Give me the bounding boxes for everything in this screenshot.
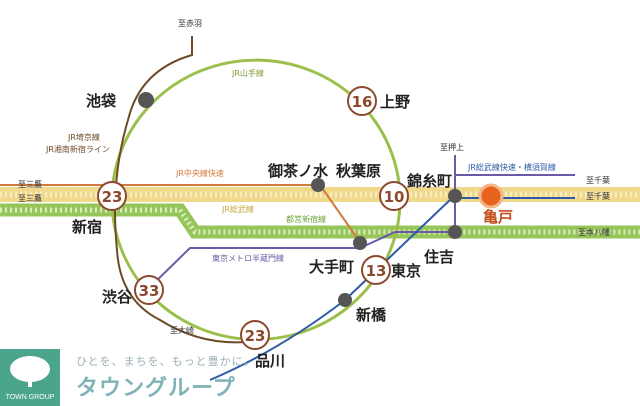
minutes-akihabara-text: 10 bbox=[384, 188, 405, 206]
station-ochanomizu: 御茶ノ水 bbox=[267, 162, 329, 180]
station-shinagawa: 品川 bbox=[255, 352, 285, 370]
minutes-shibuya-text: 33 bbox=[139, 282, 160, 300]
minutes-ueno-text: 16 bbox=[352, 93, 373, 111]
dir-mitaka-2: 至三鷹 bbox=[18, 193, 42, 203]
dir-akabane: 至赤羽 bbox=[178, 19, 202, 28]
minutes-shinjuku: 23 bbox=[97, 181, 127, 211]
station-ueno: 上野 bbox=[380, 93, 410, 111]
minutes-shinagawa-text: 23 bbox=[245, 327, 266, 345]
dir-mitaka-1: 至三鷹 bbox=[18, 179, 42, 189]
minutes-ueno: 16 bbox=[347, 86, 377, 116]
label-shinjuku-line: 都営新宿線 bbox=[286, 214, 326, 224]
station-sumiyoshi: 住吉 bbox=[424, 248, 454, 266]
station-kinshicho: 錦糸町 bbox=[406, 172, 452, 190]
minutes-shinjuku-text: 23 bbox=[102, 188, 123, 206]
otemachi-dot bbox=[353, 236, 367, 250]
sumiyoshi-dot bbox=[448, 225, 462, 239]
minutes-shibuya: 33 bbox=[134, 275, 164, 305]
dir-osaki: 至大崎 bbox=[170, 325, 194, 335]
minutes-akihabara: 10 bbox=[379, 181, 409, 211]
ikebukuro-dot bbox=[138, 92, 154, 108]
label-chuo-rapid: JR中央線快速 bbox=[175, 168, 224, 178]
minutes-tokyo: 13 bbox=[361, 255, 391, 285]
dir-motoyawata: 至本八幡 bbox=[578, 227, 610, 237]
station-akihabara: 秋葉原 bbox=[336, 162, 381, 180]
dir-oshiage: 至押上 bbox=[440, 142, 464, 152]
shinbashi-dot bbox=[338, 293, 352, 307]
station-otemachi: 大手町 bbox=[309, 258, 354, 276]
town-group-logo: TOWN GROUP bbox=[0, 349, 60, 406]
dir-chiba-1: 至千葉 bbox=[586, 175, 610, 185]
dir-chiba-2: 至千葉 bbox=[586, 191, 610, 201]
brand-name: タウングループ bbox=[76, 376, 236, 401]
brand-catchphrase: ひとを、まちを、もっと豊かに。 bbox=[76, 355, 256, 368]
tree-icon bbox=[10, 356, 50, 387]
station-kameido: 亀戸 bbox=[483, 208, 513, 226]
minutes-shinagawa: 23 bbox=[240, 320, 270, 350]
ochanomizu-dot bbox=[311, 178, 325, 192]
saikyo-line bbox=[114, 36, 246, 344]
station-shinjuku: 新宿 bbox=[72, 218, 102, 236]
minutes-tokyo-text: 13 bbox=[366, 262, 387, 280]
station-tokyo: 東京 bbox=[391, 262, 421, 280]
label-sobu: JR総武線 bbox=[221, 204, 254, 214]
kameido-dot bbox=[478, 183, 504, 209]
station-shibuya: 渋谷 bbox=[102, 288, 133, 306]
station-shinbashi: 新橋 bbox=[356, 306, 387, 324]
label-yamanote: JR山手線 bbox=[231, 68, 264, 78]
kinshicho-dot bbox=[448, 189, 462, 203]
station-ikebukuro: 池袋 bbox=[86, 92, 117, 110]
logo-tag: TOWN GROUP bbox=[5, 394, 55, 401]
label-saikyo-1: JR埼京線 bbox=[67, 132, 100, 142]
label-sobu-rapid: JR総武線快速・横須賀線 bbox=[467, 162, 556, 172]
label-hanzomon: 東京メトロ半蔵門線 bbox=[212, 253, 284, 263]
label-saikyo-2: JR湘南新宿ライン bbox=[45, 144, 110, 154]
